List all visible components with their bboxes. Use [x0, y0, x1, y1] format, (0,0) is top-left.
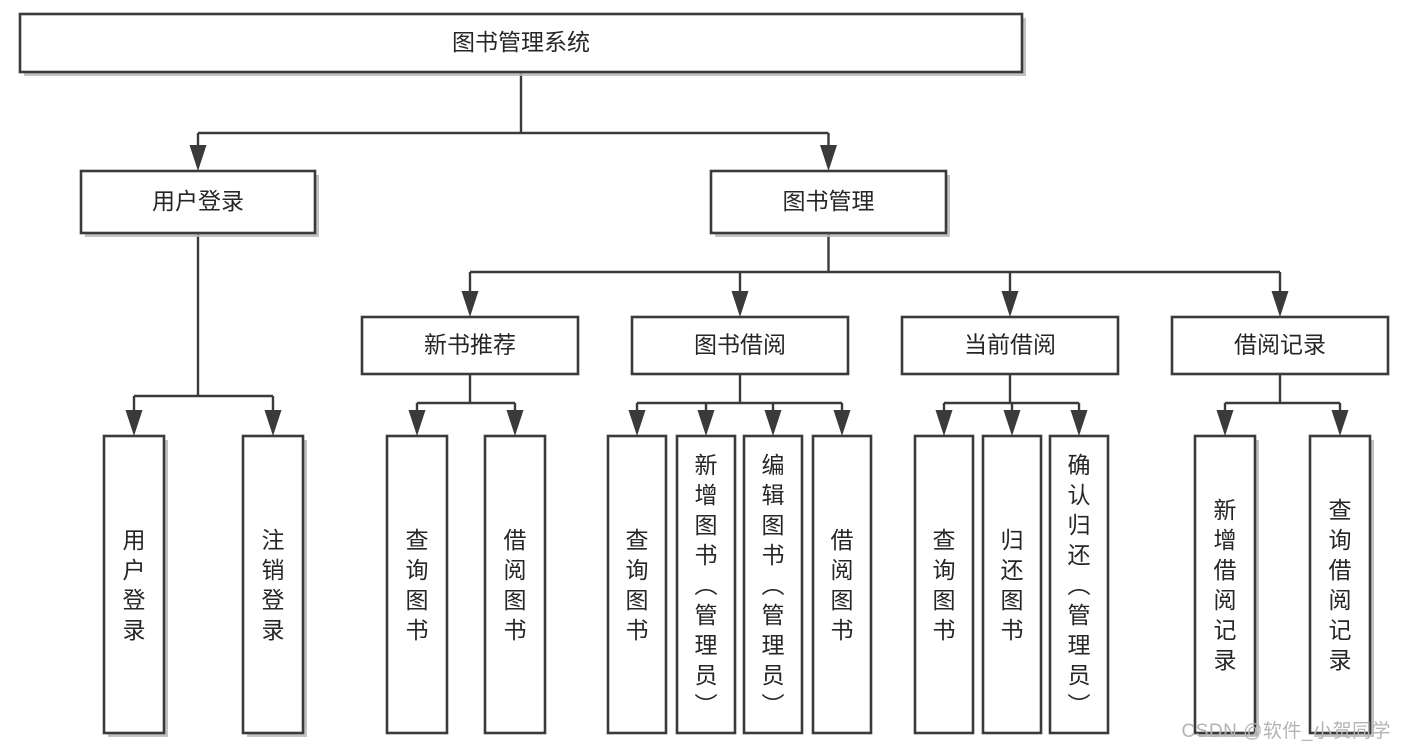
node-label: 新增图书︵管理员︶ — [695, 452, 718, 718]
node-label: 查询图书 — [626, 527, 649, 643]
node-root[interactable]: 图书管理系统 — [18, 12, 1026, 76]
node-leaf-bb-edit[interactable]: 编辑图书︵管理员︶ — [742, 434, 804, 735]
node-label: 当前借阅 — [964, 332, 1056, 358]
node-box[interactable] — [913, 434, 975, 735]
node-label: 注销登录 — [262, 527, 285, 643]
node-box[interactable] — [1170, 315, 1390, 376]
node-book-manage[interactable]: 图书管理 — [709, 169, 950, 237]
node-box[interactable] — [630, 315, 850, 376]
edges-layer — [125, 72, 1349, 436]
node-new-book-rec[interactable]: 新书推荐 — [360, 315, 580, 376]
node-label: 查询图书 — [933, 527, 956, 643]
node-box[interactable] — [1048, 434, 1110, 735]
node-box[interactable] — [675, 434, 737, 735]
node-box[interactable] — [811, 434, 873, 735]
node-leaf-cb-query[interactable]: 查询图书 — [913, 434, 975, 735]
node-leaf-bl-add[interactable]: 新增借阅记录 — [1193, 434, 1259, 737]
node-leaf-rec-borrow[interactable]: 借阅图书 — [483, 434, 547, 735]
node-leaf-bb-query[interactable]: 查询图书 — [606, 434, 668, 735]
node-label: 新书推荐 — [424, 332, 516, 358]
node-label: 归还图书 — [1001, 527, 1024, 643]
node-leaf-cb-return[interactable]: 归还图书 — [981, 434, 1043, 735]
node-label: 用户登录 — [123, 527, 146, 643]
node-box[interactable] — [385, 434, 449, 735]
node-leaf-user-logout[interactable]: 注销登录 — [241, 434, 307, 737]
node-label: 图书管理系统 — [452, 29, 590, 55]
node-leaf-bb-borrow[interactable]: 借阅图书 — [811, 434, 873, 735]
nodes-layer: 图书管理系统用户登录图书管理新书推荐图书借阅当前借阅借阅记录用户登录注销登录查询… — [18, 12, 1390, 737]
node-box[interactable] — [79, 169, 317, 235]
node-label: 借阅图书 — [831, 527, 854, 643]
node-label: 新增借阅记录 — [1214, 497, 1237, 673]
node-borrow-log[interactable]: 借阅记录 — [1170, 315, 1390, 376]
node-label: 编辑图书︵管理员︶ — [762, 452, 785, 718]
node-cur-borrow[interactable]: 当前借阅 — [900, 315, 1120, 376]
node-book-borrow[interactable]: 图书借阅 — [630, 315, 850, 376]
node-box[interactable] — [709, 169, 948, 235]
node-box[interactable] — [606, 434, 668, 735]
node-box[interactable] — [981, 434, 1043, 735]
node-box[interactable] — [742, 434, 804, 735]
node-box[interactable] — [483, 434, 547, 735]
node-box[interactable] — [1308, 434, 1372, 735]
node-box[interactable] — [900, 315, 1120, 376]
node-label: 确认归还︵管理员︶ — [1068, 452, 1091, 718]
node-leaf-cb-confirm[interactable]: 确认归还︵管理员︶ — [1048, 434, 1110, 735]
node-label: 用户登录 — [152, 188, 244, 214]
node-label: 查询图书 — [406, 527, 429, 643]
node-label: 图书借阅 — [694, 332, 786, 358]
node-box[interactable] — [1193, 434, 1257, 735]
node-label: 借阅图书 — [504, 527, 527, 643]
node-user-login[interactable]: 用户登录 — [79, 169, 319, 237]
node-box[interactable] — [18, 12, 1024, 74]
node-box[interactable] — [241, 434, 305, 735]
node-label: 借阅记录 — [1234, 332, 1326, 358]
node-leaf-bl-query[interactable]: 查询借阅记录 — [1308, 434, 1374, 737]
node-leaf-bb-add[interactable]: 新增图书︵管理员︶ — [675, 434, 737, 735]
node-leaf-user-login[interactable]: 用户登录 — [102, 434, 168, 737]
node-leaf-rec-query[interactable]: 查询图书 — [385, 434, 449, 735]
node-label: 查询借阅记录 — [1329, 497, 1352, 673]
node-box[interactable] — [360, 315, 580, 376]
node-box[interactable] — [102, 434, 166, 735]
node-label: 图书管理 — [783, 188, 875, 214]
